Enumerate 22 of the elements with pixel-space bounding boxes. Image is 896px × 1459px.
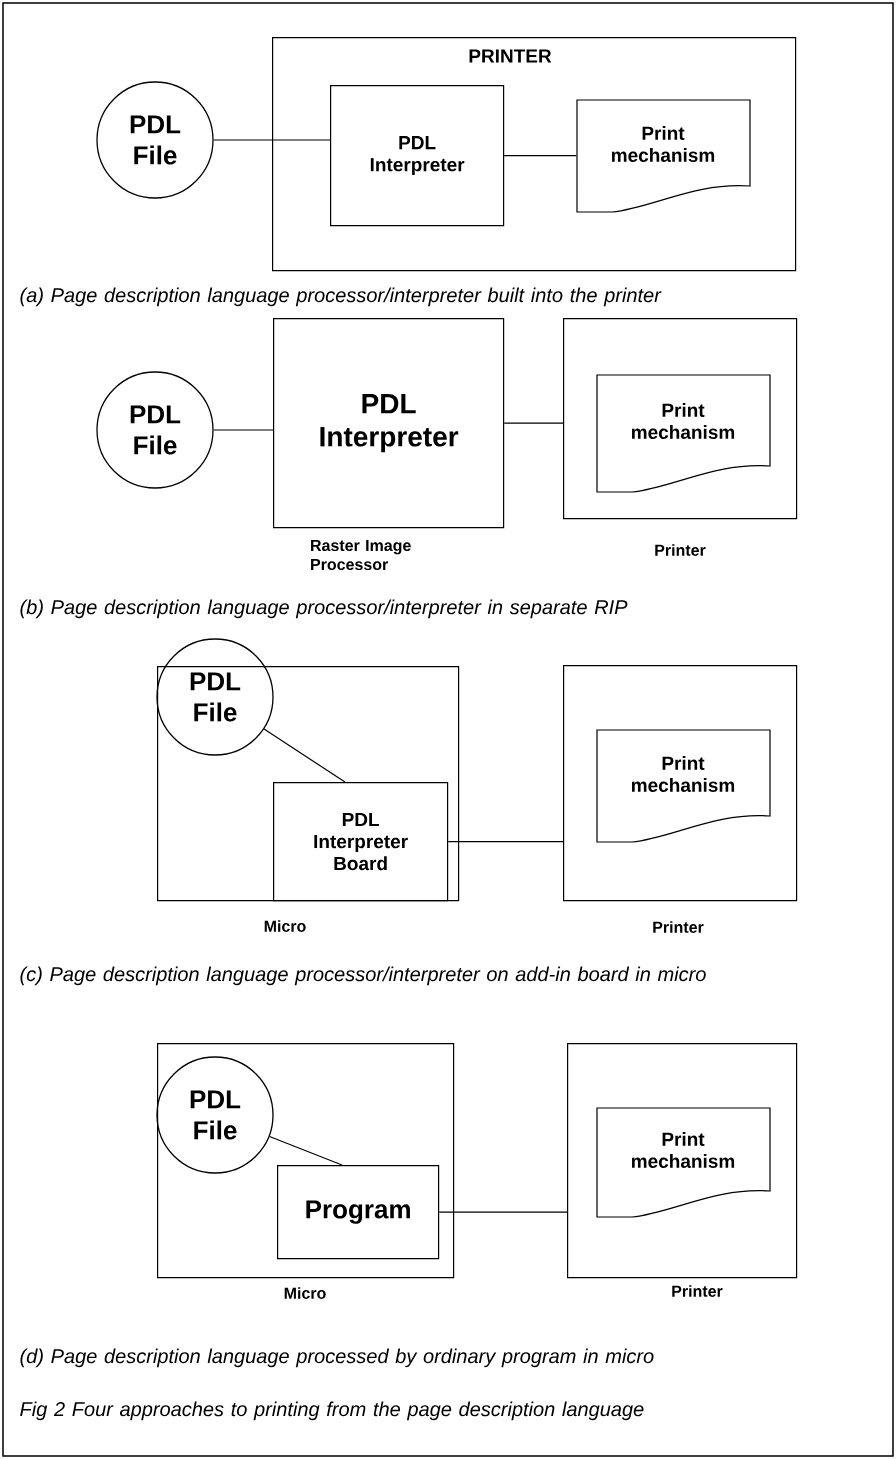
node-label: Printer: [653, 921, 704, 933]
node-label: Printer: [655, 544, 706, 556]
process-box: PDL Interpreter Board: [273, 782, 449, 902]
node-label: Printer: [672, 1285, 723, 1297]
connector-line: [213, 139, 331, 141]
panel-caption: (c) Page description language processor/interpreter on add-in board in micro: [20, 966, 706, 986]
figure-caption: Fig 2 Four approaches to printing from the page description language: [20, 1401, 644, 1421]
connector-line: [503, 422, 564, 424]
connector-line: [438, 1211, 568, 1213]
panel-caption: (d) Page description language processed by ordinary program in micro: [20, 1348, 654, 1368]
panel-caption: (b) Page description language processor/interpreter in separate RIP: [20, 599, 628, 619]
process-box: Program: [277, 1165, 440, 1260]
process-box: PDL Interpreter: [330, 85, 505, 227]
box-caption: Raster Image Processor: [311, 539, 411, 571]
node-label: Micro: [264, 920, 306, 932]
connector-line: [268, 1135, 343, 1166]
node-label: Micro: [284, 1287, 326, 1299]
connector-line: [447, 841, 564, 843]
connector-line: [503, 155, 577, 157]
connector-line: [263, 728, 346, 783]
connector-line: [213, 429, 274, 431]
process-box: PDL Interpreter: [273, 318, 505, 529]
